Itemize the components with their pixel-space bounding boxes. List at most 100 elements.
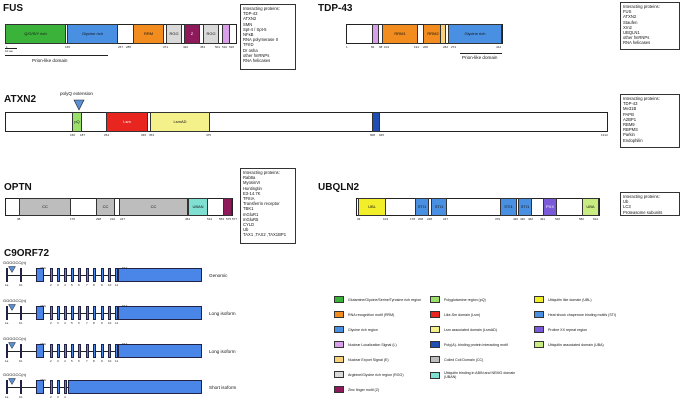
exon-label: 3 [57,395,59,399]
exon-small [86,344,89,358]
fus-partner: RNA polymerase II [243,37,278,43]
optn-tick: 514 [207,217,213,221]
legend-swatch [334,326,344,333]
tdp43-prion-line [460,53,502,54]
tdp43-tick: 191 [414,45,420,49]
optn-partner: E3-14.7K [243,190,261,196]
exon-small [78,268,81,282]
atxn2-tick: 166 [70,133,76,137]
atxn2-interacting-box: Interacting proteins: TDP-43 Me31B PAPB … [620,94,680,148]
exon-label: 2 [50,283,52,287]
exon-small [86,268,89,282]
legend-item: Glycine rich region [334,326,430,333]
exon-label: 2 [50,395,52,399]
ubqln2-tick: 247 [443,217,449,221]
exon-1b [20,380,22,394]
ubqln2-sti1-domain: STI1 [415,198,429,216]
repeat-triangle-icon [8,342,16,349]
exon-1a [6,268,8,282]
exon-small [50,306,53,320]
fus-glycine-domain: Glycine rich [67,24,118,44]
ubqln2-tick: 248 [427,217,433,221]
exon-small [101,268,104,282]
exon-label: 10 [108,283,112,287]
taa-label: TAA [122,342,128,346]
legend-label: Poly(A)- binding protein interacting mot… [444,342,508,347]
atxn2-tick: 908 [370,133,376,137]
exon-1a [6,306,8,320]
ubqln2-partner: Proteasome subunits [623,209,663,215]
legend-swatch [334,296,344,303]
tdp43-partner: other hnRNPs [623,35,650,41]
exon-label: 2 [50,321,52,325]
legend-item: Glutamine/Glycine/Serine/Tyrosine rich r… [334,296,430,303]
legend-item: Ubiquitin binding in ABIN and NEMO domai… [430,371,526,379]
fus-tick: 165 [65,45,71,49]
exon-block [36,380,44,394]
exon-label: 1a [5,359,9,363]
legend-swatch [334,341,344,348]
exon-label: 1a [5,321,9,325]
tdp43-partner: Xrn2 [623,24,632,30]
optn-partner: TFIIIA [243,196,255,202]
repeat-label: GGGGCC(n) [3,260,27,265]
atxn2-partner: RBPMS [623,127,638,133]
ubqln2-tick: 426 [513,217,519,221]
exon-small [101,306,104,320]
exon-label: 4 [64,283,66,287]
tdp43-tick: 414 [496,45,502,49]
atxn2-polyq-domain: pQ [72,112,82,132]
legend-item: Heat shock chaperone binding motifs (STI… [534,311,630,318]
tdp43-partner: ATXN2 [623,14,637,20]
exon-block-last [118,306,202,320]
optn-cc1-domain: CC [19,198,71,216]
exon-small [71,268,74,282]
fus-tick: 510 [222,45,228,49]
ubqln2-tick: 430 [520,217,526,221]
repeat-label: GGGGCC(n) [3,298,27,303]
fus-scale-label: 10 aa [5,49,13,53]
legend-swatch [334,386,344,393]
exon-label: 7 [86,359,88,363]
legend-label: Glutamine/Glycine/Serine/Tyrosine rich r… [348,297,422,302]
fus-tick: 501 [215,45,221,49]
exon-label: 10 [108,321,112,325]
legend-swatch [534,311,544,318]
repeat-triangle-icon [8,304,16,311]
exon-small [57,306,60,320]
atxn2-tick: 345 [141,133,147,137]
fus-partner: NFκB [243,32,254,38]
tdp43-nls-domain [372,24,379,44]
ubqln2-sti2-domain: STI1 [431,198,447,216]
exon-small [64,380,67,394]
atxn2-partner: PAPB [623,111,634,117]
exon-small [108,306,111,320]
ubqln2-uba-domain: UBA [582,198,599,216]
exon-small [57,380,60,394]
tdp43-tick: 1 [346,45,348,49]
repeat-triangle-icon [8,266,16,273]
exon-small [57,268,60,282]
exon-label: 11 [115,359,119,363]
exon-label: 7 [86,321,88,325]
optn-partner: mGluR5 [243,216,259,222]
repeat-label: GGGGCC(n) [3,336,27,341]
optn-partner: Huntingtin [243,185,262,191]
legend-item: Arginine/Glycine rich region (RGG) [334,371,430,378]
exon-small [50,380,53,394]
exon-small [115,344,118,358]
optn-partner: TAX1 ,TAX2 ,TAX1BP1 [243,232,287,238]
atxn2-partner: A2BP1 [623,116,637,122]
exon-block-last [68,380,202,394]
exon-small [101,344,104,358]
exon-label: 9 [101,359,103,363]
ubqln2-sti3-domain: STI1 [500,198,517,216]
legend-item: Zinc finger motif (Z) [334,386,430,393]
exon-label: 1b [19,395,23,399]
exon-label: 5 [71,321,73,325]
ubqln2-tick: 379 [495,217,501,221]
atxn2-tick: 925 [379,133,385,137]
fus-partner: SMN [243,21,253,27]
atxn2-partner: Parkin [623,132,635,138]
tdp43-tick: 98 [379,45,383,49]
